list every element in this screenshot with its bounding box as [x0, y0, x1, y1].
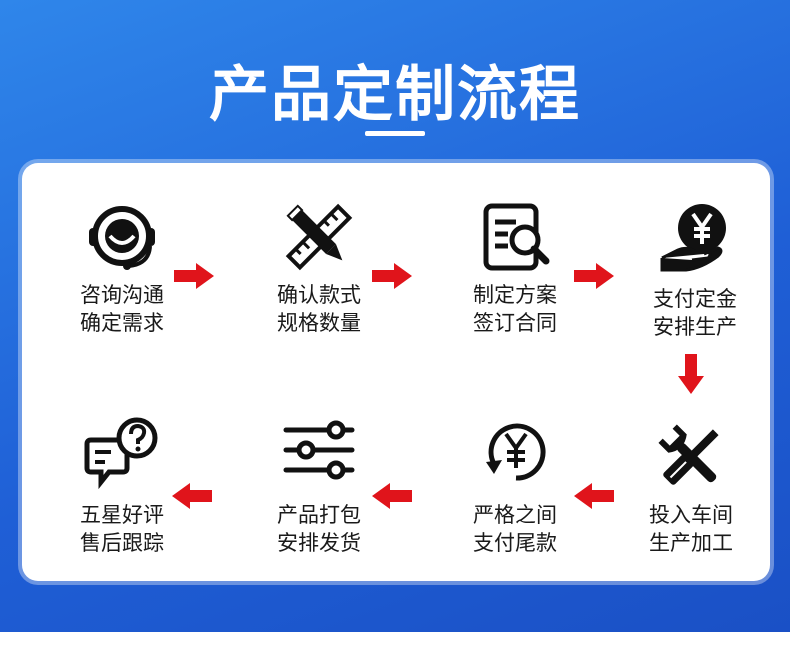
step-deposit: 支付定金 安排生产: [620, 197, 770, 341]
arrow-down-icon: [678, 354, 704, 394]
title-underline: [365, 131, 425, 136]
step-consult: 咨询沟通 确定需求: [47, 197, 197, 337]
step-final-payment: 严格之间 支付尾款: [440, 411, 590, 557]
step-7-line2: 安排发货: [277, 531, 361, 555]
step-5-line1: 投入车间: [649, 503, 733, 527]
arrow-right-icon: [372, 263, 412, 289]
arrow-left-icon: [574, 483, 614, 509]
step-4-line2: 安排生产: [653, 315, 737, 339]
yen-hand-icon: [655, 197, 735, 277]
step-3-line1: 制定方案: [473, 283, 557, 307]
headset-icon: [82, 197, 162, 277]
step-4-line1: 支付定金: [653, 287, 737, 311]
step-confirm-style: 确认款式 规格数量: [244, 197, 394, 337]
step-plan: 制定方案 签订合同: [440, 197, 590, 337]
arrow-left-icon: [172, 483, 212, 509]
step-8-line1: 五星好评: [80, 503, 164, 527]
arrow-left-icon: [372, 483, 412, 509]
ruler-pencil-icon: [279, 197, 359, 277]
chat-question-icon: [82, 411, 162, 491]
step-production: 投入车间 生产加工: [616, 417, 766, 557]
step-1-line1: 咨询沟通: [80, 283, 164, 307]
wrench-screwdriver-icon: [651, 417, 731, 497]
document-search-icon: [475, 197, 555, 277]
arrow-right-icon: [174, 263, 214, 289]
step-2-line1: 确认款式: [277, 283, 361, 307]
process-card: 咨询沟通 确定需求: [22, 163, 770, 581]
step-6-line2: 支付尾款: [473, 531, 557, 555]
step-packing: 产品打包 安排发货: [244, 411, 394, 557]
step-8-line2: 售后跟踪: [80, 531, 164, 555]
sliders-icon: [279, 411, 359, 491]
arrow-right-icon: [574, 263, 614, 289]
step-6-line1: 严格之间: [473, 503, 557, 527]
yen-refresh-icon: [475, 411, 555, 491]
step-after-sales: 五星好评 售后跟踪: [47, 411, 197, 557]
step-2-line2: 规格数量: [277, 311, 361, 335]
step-1-line2: 确定需求: [80, 311, 164, 335]
step-5-line2: 生产加工: [649, 531, 733, 555]
step-7-line1: 产品打包: [277, 503, 361, 527]
page-title: 产品定制流程: [209, 60, 581, 130]
step-3-line2: 签订合同: [473, 311, 557, 335]
bottom-strip: [0, 632, 790, 663]
